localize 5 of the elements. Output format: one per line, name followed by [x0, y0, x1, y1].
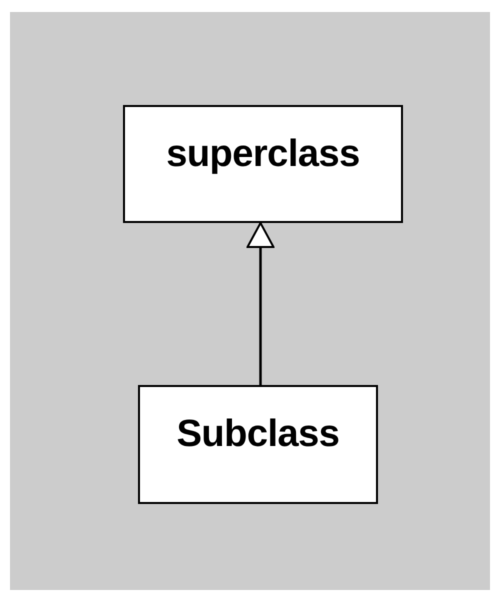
class-name: Subclass [176, 413, 340, 456]
inheritance-arrow [246, 222, 274, 385]
class-name: superclass [166, 133, 360, 176]
class-box [123, 105, 403, 223]
class-box [138, 385, 378, 504]
